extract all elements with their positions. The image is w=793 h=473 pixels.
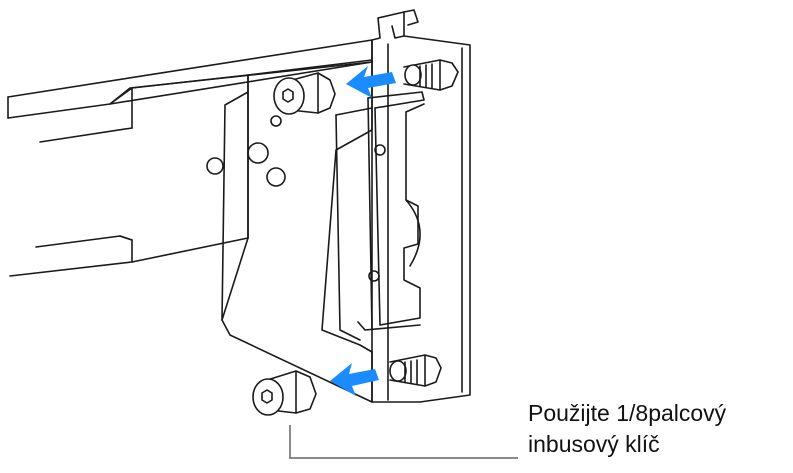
arrow-left-icon xyxy=(346,66,396,98)
screw-icon xyxy=(403,59,459,91)
rail-body xyxy=(7,39,373,277)
callout-text-line2: inbusový klíč xyxy=(528,431,660,457)
hex-socket-icon xyxy=(282,88,294,103)
screw-icon xyxy=(389,354,442,387)
arrow-left-icon xyxy=(330,363,379,396)
callout-text-line1: Použijte 1/8palcový xyxy=(528,400,727,426)
screw-icon xyxy=(252,370,317,416)
screw-icon xyxy=(273,72,336,115)
callout-leader-line xyxy=(289,425,518,459)
mounting-flange xyxy=(357,9,471,403)
hex-socket-icon xyxy=(261,389,273,404)
